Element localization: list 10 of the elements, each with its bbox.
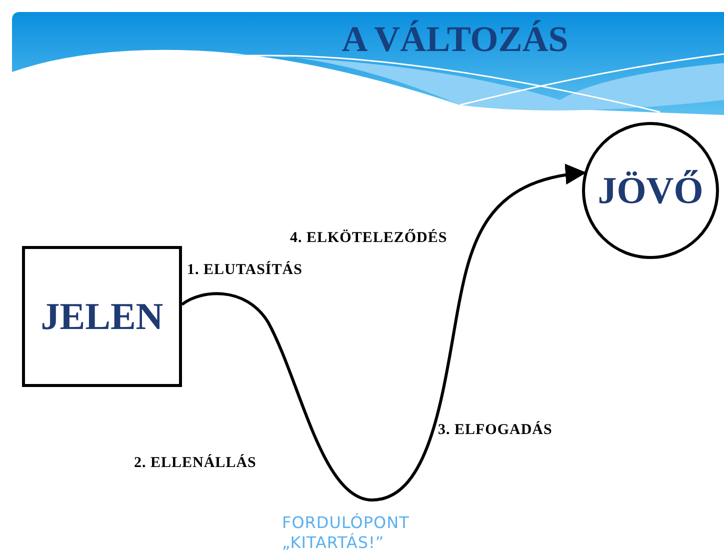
curved-arrow	[181, 164, 586, 502]
phase-label: 1. ELUTASÍTÁS	[187, 262, 302, 279]
node-label: JÖVŐ	[598, 168, 704, 212]
slide-title: A VÁLTOZÁS	[340, 18, 570, 60]
phase-label: 2. ELLENÁLLÁS	[134, 455, 256, 472]
turning-point-note: FORDULÓPONT „KITARTÁS!”	[282, 513, 410, 553]
node-label: JELEN	[40, 294, 164, 338]
present-box	[22, 246, 182, 387]
phase-label: 3. ELFOGADÁS	[438, 422, 552, 439]
phase-label: 4. ELKÖTELEZŐDÉS	[290, 230, 448, 247]
